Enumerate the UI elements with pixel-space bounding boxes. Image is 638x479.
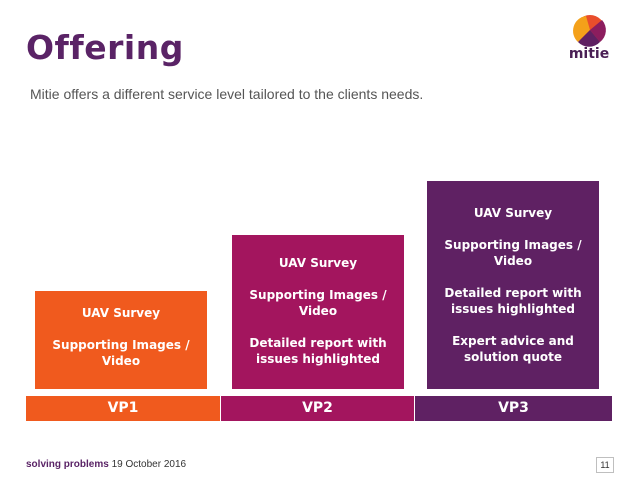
card-line: UAV Survey	[473, 206, 553, 220]
mitie-logo-icon	[573, 15, 606, 47]
card-line: Supporting Images /	[249, 288, 387, 302]
card-line: Detailed report with	[444, 286, 582, 300]
card-line: issues highlighted	[450, 302, 575, 316]
tier-label-vp1: VP1	[26, 396, 220, 421]
page-title: Offering	[26, 28, 184, 67]
card-line: Video	[101, 354, 141, 368]
card-line: Detailed report with	[249, 336, 387, 350]
tier-label-vp3: VP3	[415, 396, 612, 421]
card-line: Supporting Images /	[444, 238, 582, 252]
card-line: Video	[298, 304, 338, 318]
card-line: Supporting Images /	[52, 338, 190, 352]
card-line: solution quote	[463, 350, 563, 364]
vp2-card: UAV Survey Supporting Images / Video Det…	[232, 235, 404, 389]
footer-label: solving problems	[26, 459, 109, 470]
vp3-card: UAV Survey Supporting Images / Video Det…	[427, 181, 599, 389]
card-line: issues highlighted	[255, 352, 380, 366]
mitie-logo: mitie	[560, 12, 618, 68]
page-subtitle: Mitie offers a different service level t…	[30, 86, 424, 102]
footer: solving problems 19 October 2016	[26, 459, 186, 470]
card-line: UAV Survey	[278, 256, 358, 270]
vp1-card: UAV Survey Supporting Images / Video	[35, 291, 207, 389]
card-line: Video	[493, 254, 533, 268]
footer-date: 19 October 2016	[111, 459, 187, 470]
card-line: Expert advice and	[452, 334, 574, 348]
tier-label-vp2: VP2	[221, 396, 414, 421]
card-line: UAV Survey	[81, 306, 161, 320]
page-number: 11	[596, 457, 614, 473]
logo-text: mitie	[568, 46, 610, 62]
